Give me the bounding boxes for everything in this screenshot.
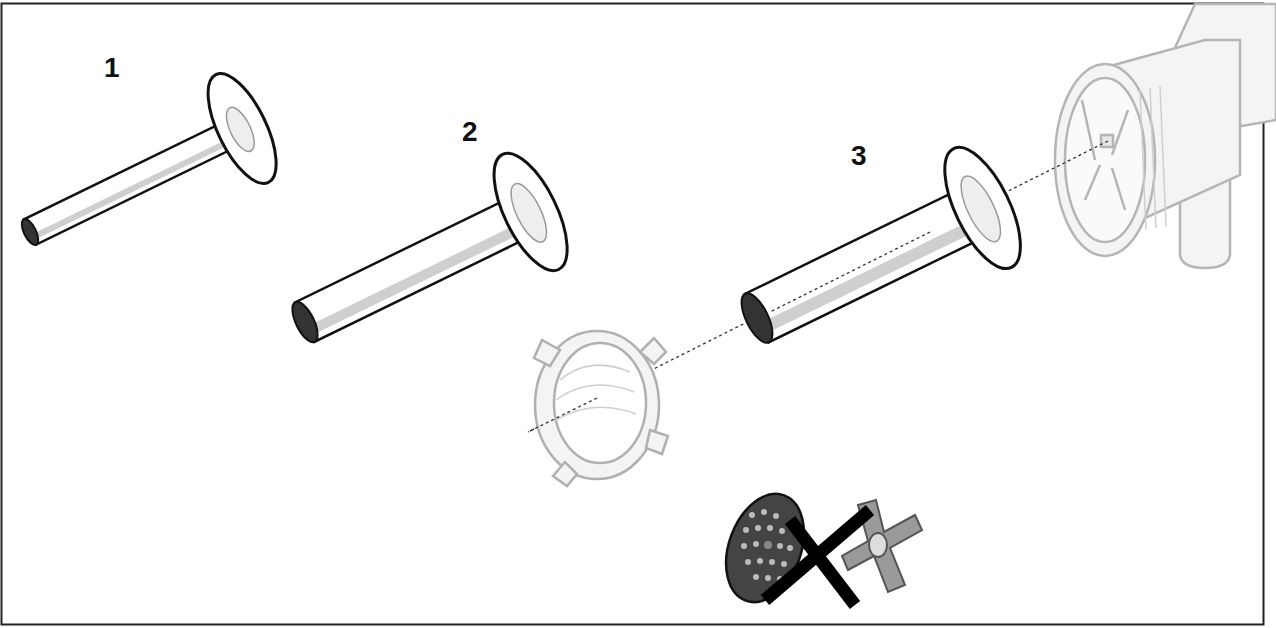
cutting-blade xyxy=(842,500,922,592)
ring-nut xyxy=(534,331,668,486)
sausage-nozzle-medium xyxy=(269,143,582,383)
sausage-nozzle-large xyxy=(718,137,1036,382)
grinder-head xyxy=(1055,4,1276,268)
sausage-nozzle-small xyxy=(0,64,290,288)
not-used-cross xyxy=(765,510,870,605)
callout-number: 2 xyxy=(462,118,478,146)
frame xyxy=(2,4,1264,625)
callout-number: 3 xyxy=(851,142,867,170)
callout-number: 1 xyxy=(104,54,120,82)
